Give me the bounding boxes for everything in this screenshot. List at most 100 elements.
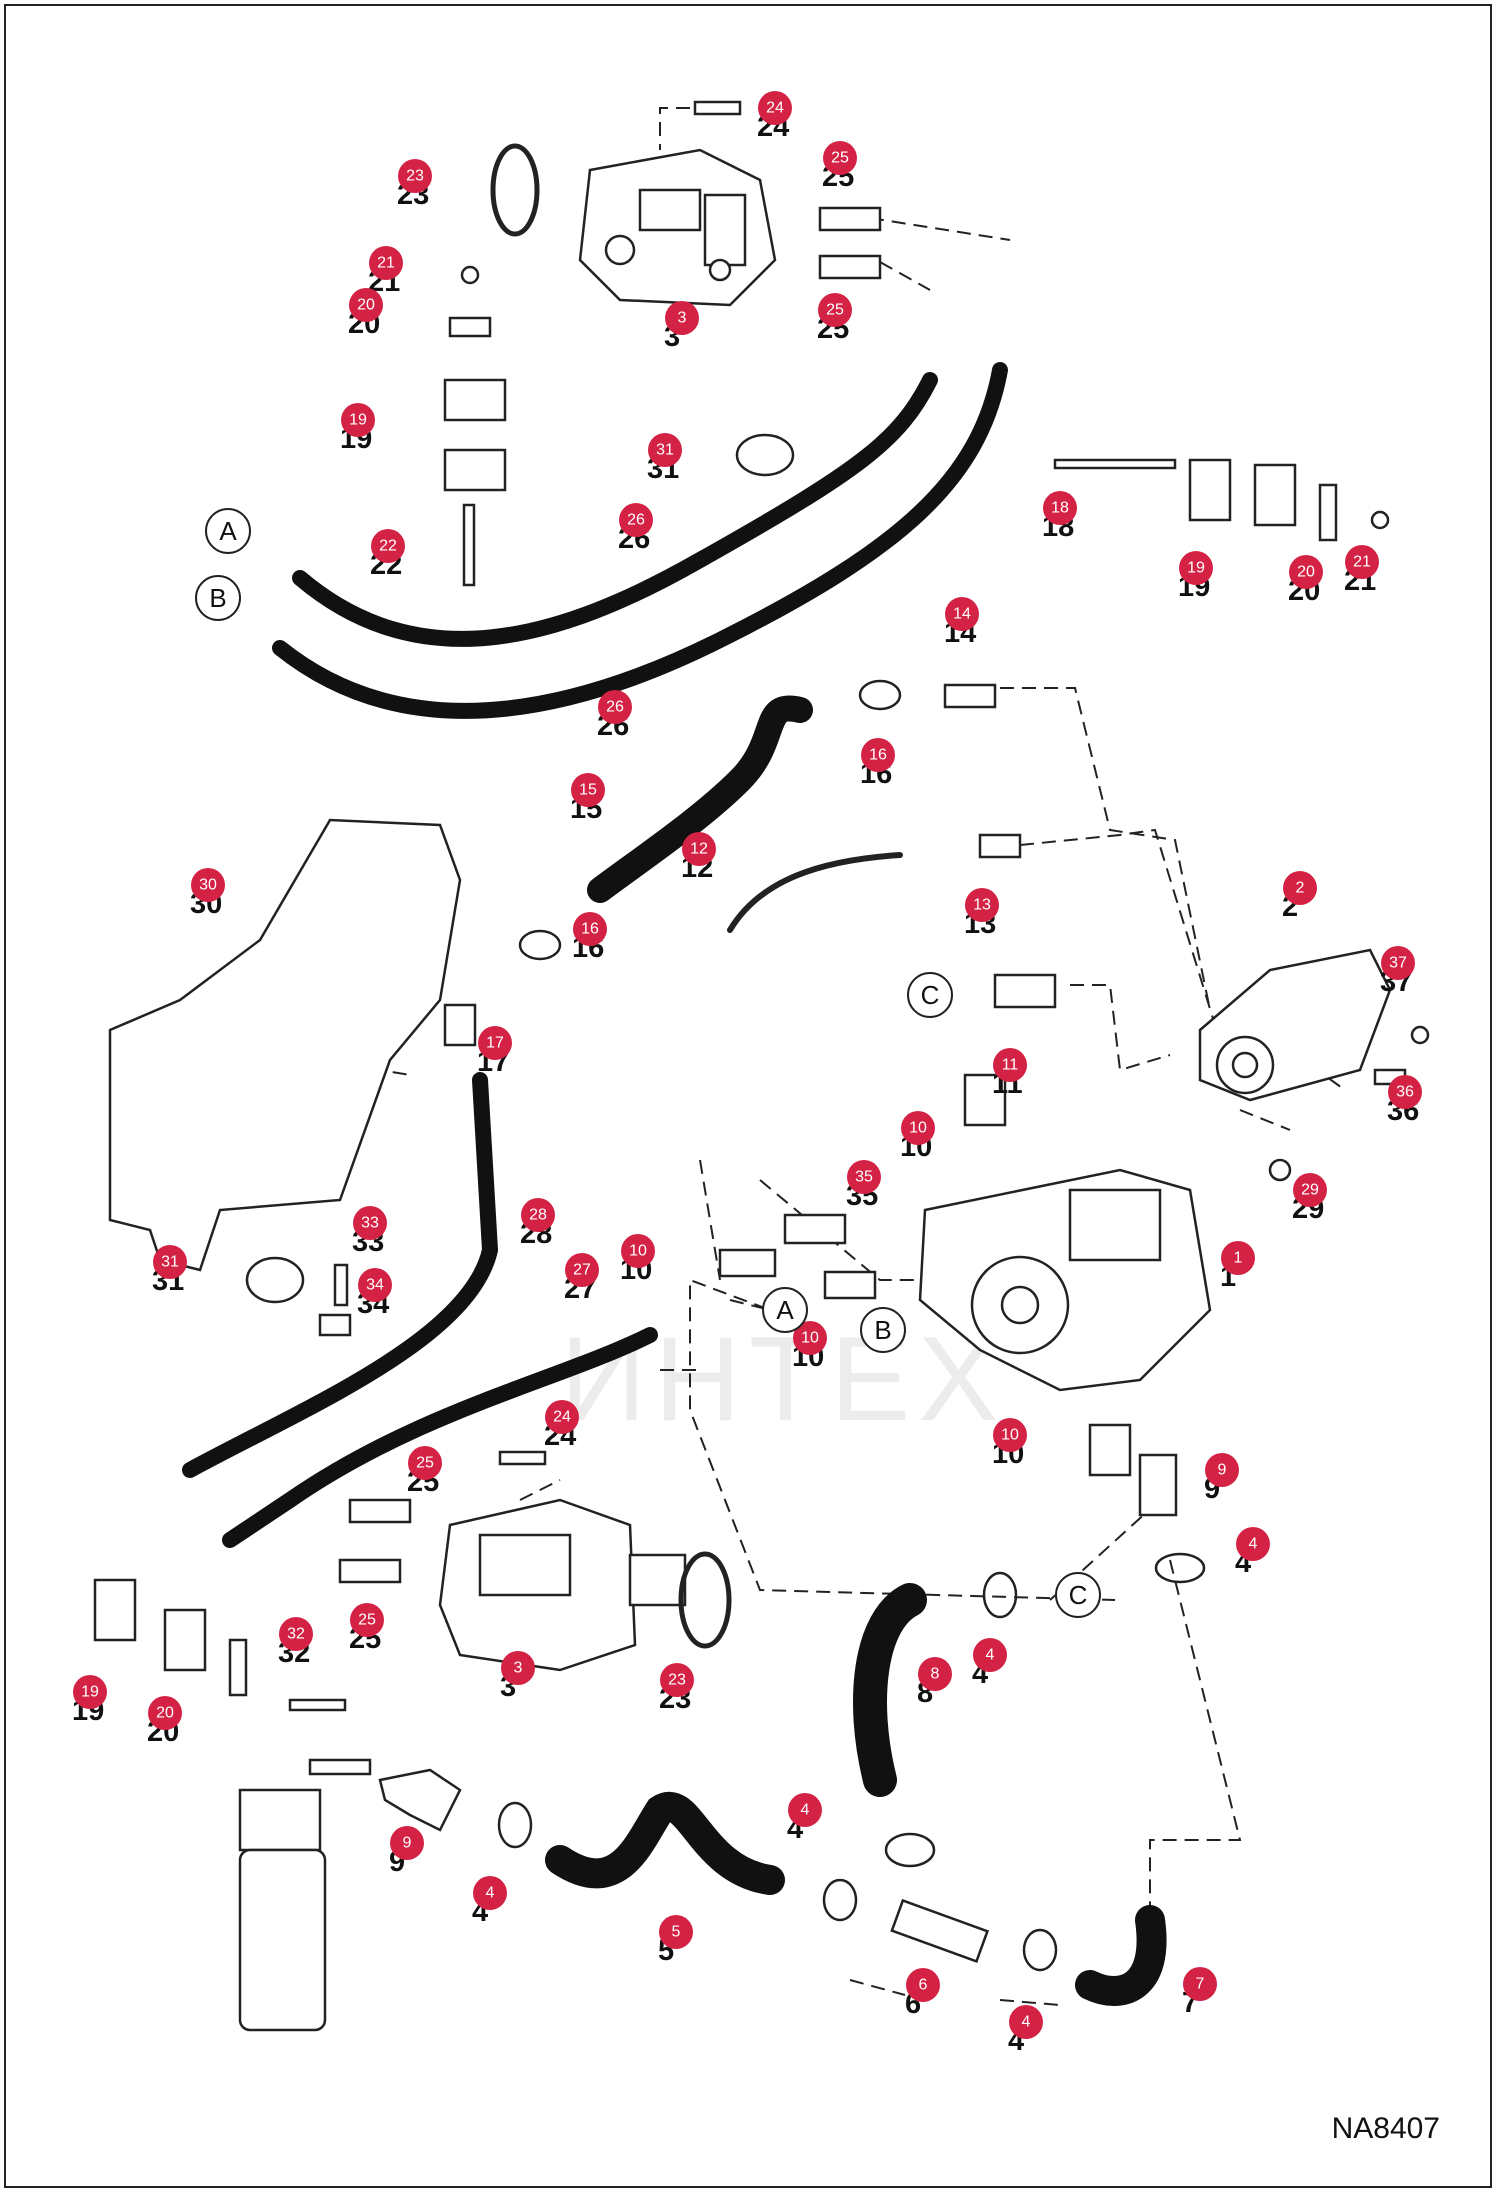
- badge-number: 24: [553, 1409, 571, 1426]
- callout-badge-p24a[interactable]: 24: [758, 91, 792, 125]
- badge-number: 20: [357, 297, 375, 314]
- callout-badge-p33[interactable]: 33: [353, 1206, 387, 1240]
- fitting-10-b: [718, 1248, 777, 1278]
- fitting-25-b: [818, 254, 882, 280]
- hose-27: [222, 1327, 658, 1548]
- callout-badge-p9b[interactable]: 9: [390, 1826, 424, 1860]
- badge-circle: [818, 293, 852, 327]
- callout-badge-p9a[interactable]: 9: [1205, 1453, 1239, 1487]
- callout-badge-p2[interactable]: 2: [1283, 871, 1317, 905]
- callout-badge-p4d[interactable]: 4: [788, 1793, 822, 1827]
- callout-badge-p16a[interactable]: 16: [861, 738, 895, 772]
- callout-badge-p19b[interactable]: 19: [1179, 551, 1213, 585]
- callout-badge-p34[interactable]: 34: [358, 1268, 392, 1302]
- callout-badge-p29[interactable]: 29: [1293, 1173, 1327, 1207]
- badge-circle: [1345, 545, 1379, 579]
- badge-circle: [353, 1206, 387, 1240]
- callout-badge-p7[interactable]: 7: [1183, 1967, 1217, 2001]
- plug-29: [1268, 1158, 1292, 1182]
- ref-circle: [1055, 1572, 1101, 1618]
- callout-badge-p10b[interactable]: 10: [621, 1234, 655, 1268]
- callout-badge-p30[interactable]: 30: [191, 868, 225, 902]
- badge-circle: [545, 1400, 579, 1434]
- callout-badge-p32[interactable]: 32: [279, 1617, 313, 1651]
- badge-number: 23: [668, 1672, 686, 1689]
- badge-circle: [918, 1657, 952, 1691]
- callout-badge-p35[interactable]: 35: [847, 1160, 881, 1194]
- callout-badge-p28[interactable]: 28: [521, 1198, 555, 1232]
- callout-badge-p1[interactable]: 1: [1221, 1241, 1255, 1275]
- callout-badge-p20c[interactable]: 20: [148, 1696, 182, 1730]
- callout-badge-p10a[interactable]: 10: [901, 1111, 935, 1145]
- fitting-25-c: [348, 1498, 412, 1524]
- callout-badge-p13[interactable]: 13: [965, 888, 999, 922]
- callout-badge-p21a[interactable]: 21: [369, 246, 403, 280]
- callout-badge-p12[interactable]: 12: [682, 832, 716, 866]
- badge-circle: [901, 1111, 935, 1145]
- callout-badge-p4b[interactable]: 4: [973, 1638, 1007, 1672]
- callout-badge-p37[interactable]: 37: [1381, 946, 1415, 980]
- callout-badge-p19a[interactable]: 19: [341, 403, 375, 437]
- callout-badge-p31a[interactable]: 31: [648, 433, 682, 467]
- callout-badge-p15[interactable]: 15: [571, 773, 605, 807]
- callout-badge-p4c[interactable]: 4: [473, 1876, 507, 1910]
- badge-circle: [1205, 1453, 1239, 1487]
- callout-badge-p3b[interactable]: 3: [501, 1651, 535, 1685]
- badge-number: 21: [377, 255, 395, 272]
- callout-badge-p22[interactable]: 22: [371, 529, 405, 563]
- ref-refA2: A: [762, 1287, 808, 1333]
- callout-badge-p14[interactable]: 14: [945, 597, 979, 631]
- badge-circle: [478, 1026, 512, 1060]
- callout-badge-p23b[interactable]: 23: [660, 1663, 694, 1697]
- callout-badge-p25b[interactable]: 25: [818, 293, 852, 327]
- callout-badge-p11[interactable]: 11: [993, 1048, 1027, 1082]
- callout-badge-p19c[interactable]: 19: [73, 1675, 107, 1709]
- badge-circle: [1179, 551, 1213, 585]
- callout-badge-p24b[interactable]: 24: [545, 1400, 579, 1434]
- callout-badge-p4e[interactable]: 4: [1009, 2005, 1043, 2039]
- filter-assembly: [238, 1758, 372, 2032]
- callout-badge-p3a[interactable]: 3: [665, 301, 699, 335]
- callout-badge-p8[interactable]: 8: [918, 1657, 952, 1691]
- callout-badge-p18[interactable]: 18: [1043, 491, 1077, 525]
- badge-circle: [358, 1268, 392, 1302]
- callout-badge-p25a[interactable]: 25: [823, 141, 857, 175]
- bolt-22: [462, 503, 476, 587]
- badge-number: 17: [486, 1035, 504, 1052]
- badge-number: 34: [366, 1277, 384, 1294]
- fitting-10-a: [963, 1073, 1007, 1127]
- callout-badge-p16b[interactable]: 16: [573, 912, 607, 946]
- callout-badge-p26a[interactable]: 26: [619, 503, 653, 537]
- badge-circle: [861, 738, 895, 772]
- clamp-16-upper: [858, 679, 902, 711]
- badge-number: 19: [81, 1684, 99, 1701]
- callout-badge-p10c[interactable]: 10: [793, 1321, 827, 1355]
- ref-letter: A: [776, 1295, 794, 1325]
- badge-circle: [793, 1321, 827, 1355]
- callout-badge-p6[interactable]: 6: [906, 1968, 940, 2002]
- badge-circle: [1381, 946, 1415, 980]
- callout-badge-p31b[interactable]: 31: [153, 1245, 187, 1279]
- badge-number: 26: [627, 512, 645, 529]
- callout-badge-p17[interactable]: 17: [478, 1026, 512, 1060]
- badge-number: 21: [1353, 554, 1371, 571]
- callout-badge-p23a[interactable]: 23: [398, 159, 432, 193]
- callout-badge-p5[interactable]: 5: [659, 1915, 693, 1949]
- callout-badge-p25d[interactable]: 25: [350, 1603, 384, 1637]
- callout-badge-p26b[interactable]: 26: [598, 690, 632, 724]
- badge-circle: [847, 1160, 881, 1194]
- callout-badge-p10d[interactable]: 10: [993, 1418, 1027, 1452]
- callout-badge-p20b[interactable]: 20: [1289, 555, 1323, 589]
- callout-badge-p4a[interactable]: 4: [1236, 1527, 1270, 1561]
- badge-circle: [823, 141, 857, 175]
- badge-circle: [369, 246, 403, 280]
- callout-badge-p36[interactable]: 36: [1388, 1075, 1422, 1109]
- badge-circle: [349, 288, 383, 322]
- clamp-19-upper: [443, 378, 507, 492]
- badge-circle: [619, 503, 653, 537]
- callout-badge-p21b[interactable]: 21: [1345, 545, 1379, 579]
- callout-badge-p27[interactable]: 27: [565, 1253, 599, 1287]
- badge-circle: [279, 1617, 313, 1651]
- callout-badge-p20a[interactable]: 20: [349, 288, 383, 322]
- callout-badge-p25c[interactable]: 25: [408, 1446, 442, 1480]
